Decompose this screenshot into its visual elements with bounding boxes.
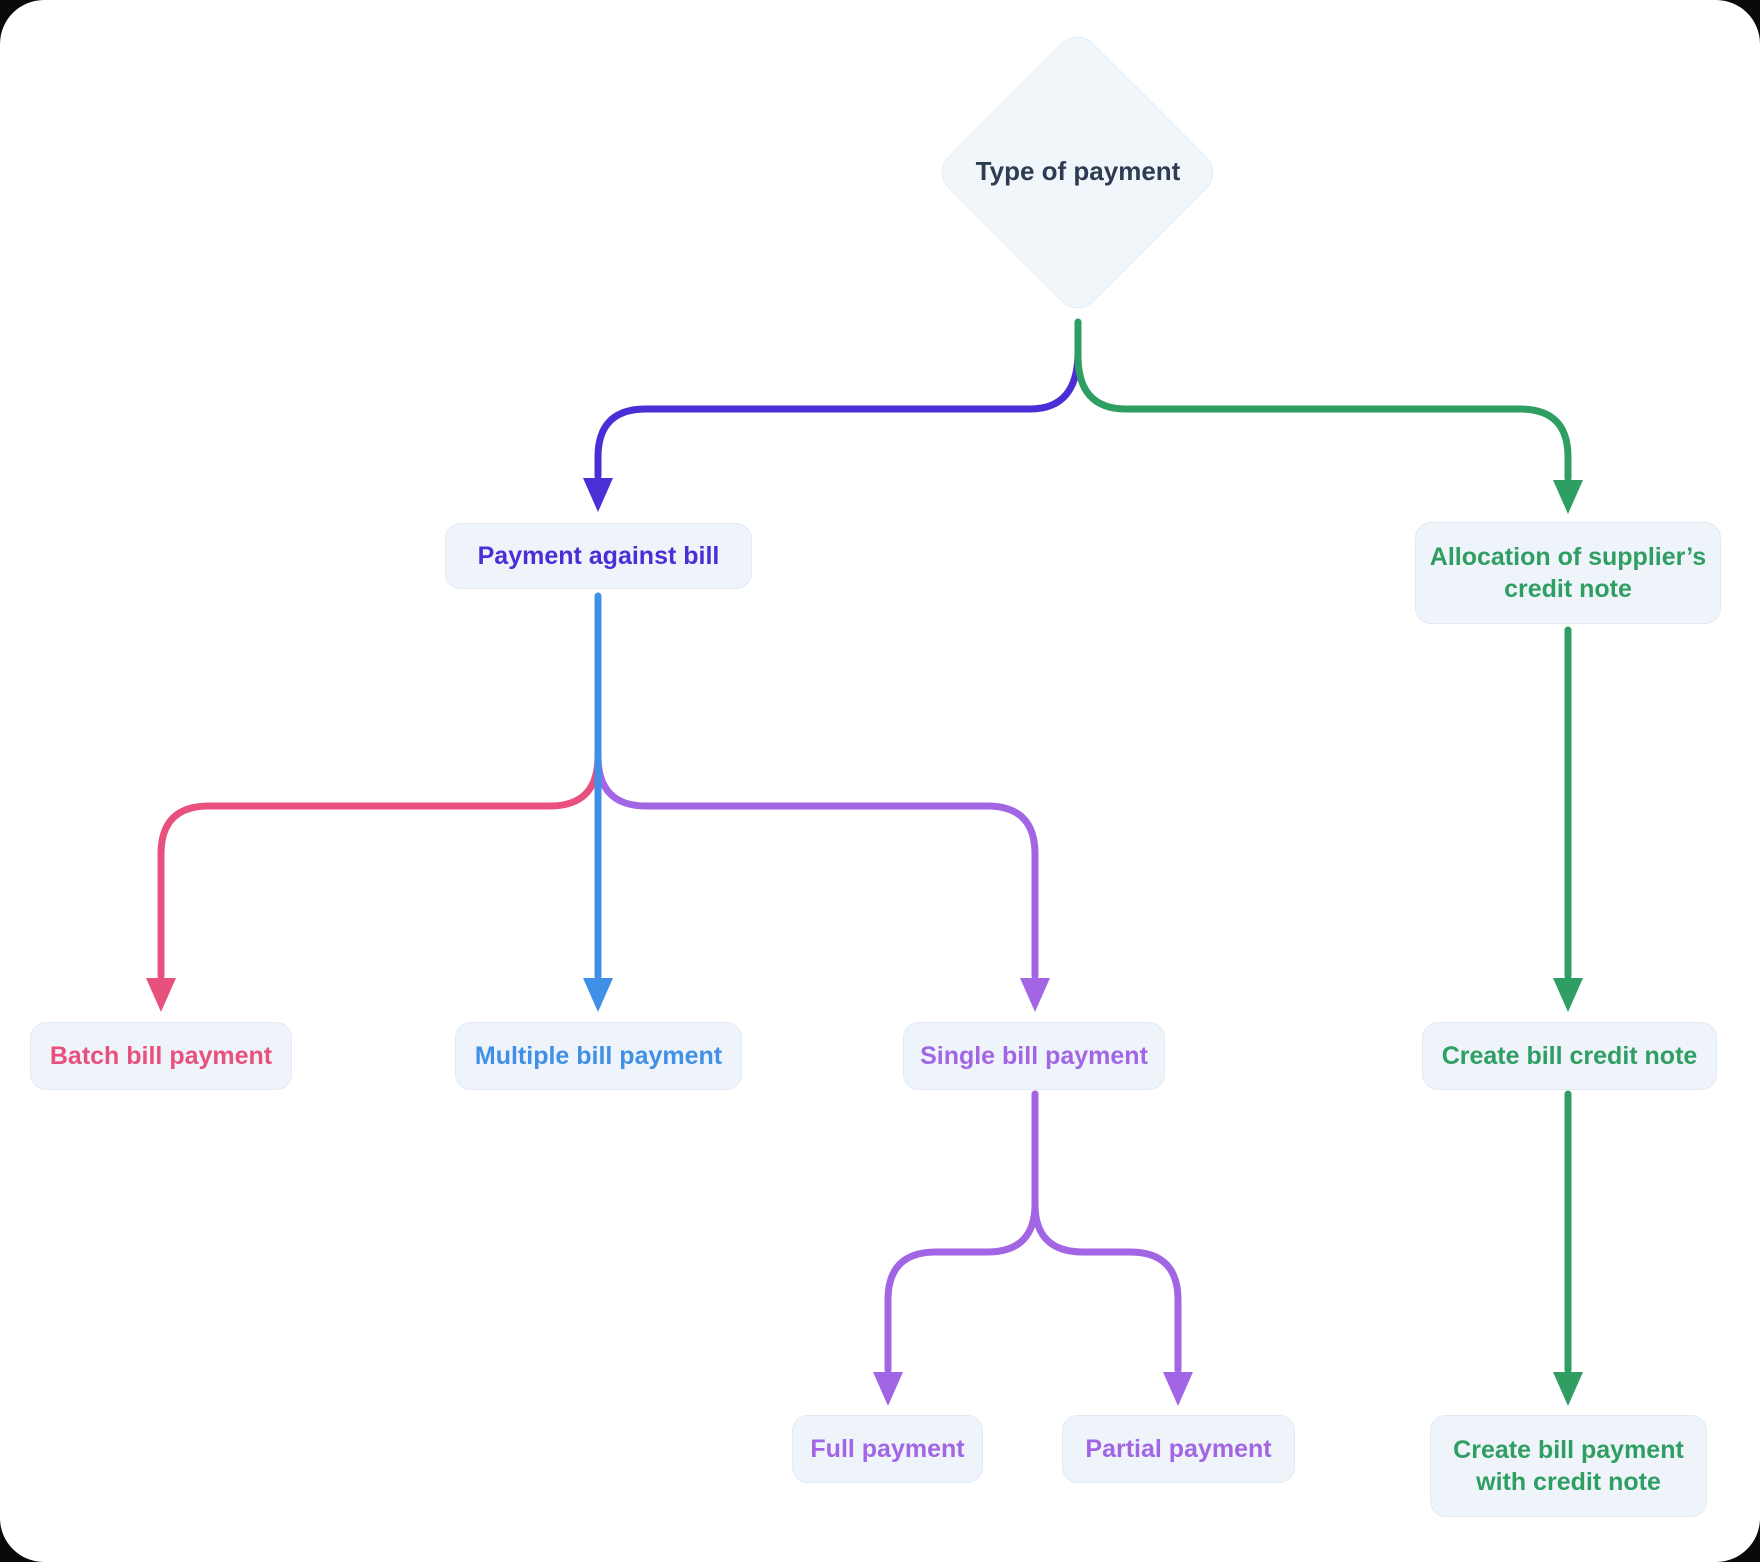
node-partial-payment: Partial payment [1062,1415,1295,1483]
edge-root-to-payment-against-bill [583,348,1082,512]
node-allocation-credit-note: Allocation of supplier’s credit note [1415,522,1721,624]
node-full-payment: Full payment [792,1415,983,1483]
node-batch-bill-payment: Batch bill payment [30,1022,292,1090]
node-create-bill-credit-note: Create bill credit note [1422,1022,1717,1090]
edge-payment-to-multiple [583,592,613,1012]
edge-payment-to-batch [146,752,602,1012]
node-multiple-bill-payment: Multiple bill payment [455,1022,742,1090]
node-create-bill-payment-credit-note: Create bill payment with credit note [1430,1415,1707,1517]
node-payment-against-bill: Payment against bill [445,523,752,589]
edge-root-to-allocation [1074,318,1583,514]
edge-single-to-partial [1031,1090,1193,1406]
edge-single-to-full [873,1090,1039,1406]
edge-credit-note-to-bill-payment [1553,1090,1583,1406]
decision-diamond-label: Type of payment [975,156,1181,186]
edge-payment-to-single [594,752,1050,1012]
edge-allocation-to-credit-note [1553,626,1583,1012]
node-single-bill-payment: Single bill payment [903,1022,1165,1090]
